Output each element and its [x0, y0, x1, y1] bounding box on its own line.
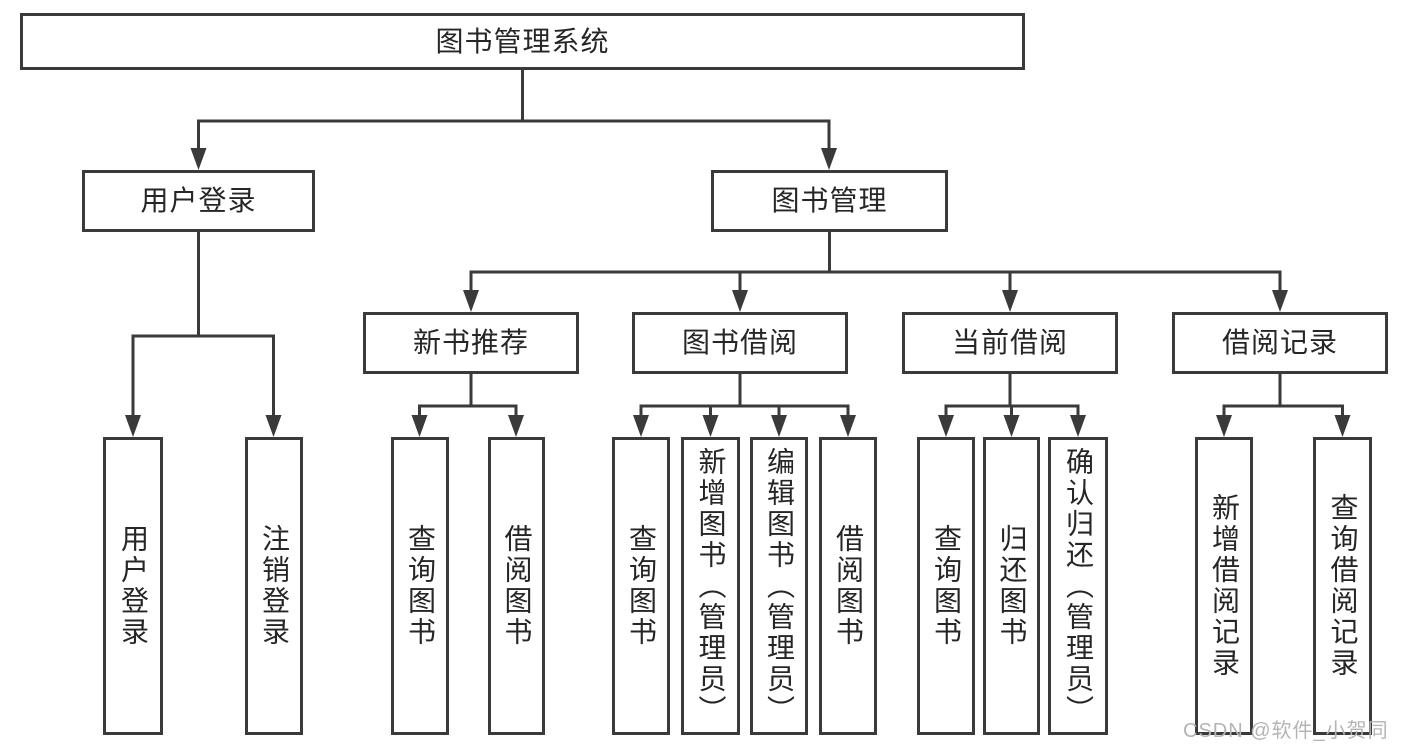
leaf-query-book-1: 查询图书	[391, 437, 449, 735]
arrowheads	[125, 119, 1351, 437]
rail-new-book	[418, 374, 518, 408]
node-new-book-recommend: 新书推荐	[363, 312, 579, 374]
rail-borrow-records	[1222, 374, 1344, 408]
leaf-add-book-admin: 新增图书（管理员）	[681, 437, 740, 735]
node-book-borrow: 图书借阅	[632, 312, 848, 374]
leaf-query-book-2: 查询图书	[612, 437, 670, 735]
leaf-borrow-book-2: 借阅图书	[819, 437, 877, 735]
rail-book-borrow	[639, 374, 850, 408]
leaf-confirm-return-admin: 确认归还（管理员）	[1048, 437, 1108, 735]
node-user-login: 用户登录	[82, 170, 315, 232]
node-borrow-records: 借阅记录	[1172, 312, 1388, 374]
leaf-add-borrow-record: 新增借阅记录	[1195, 437, 1253, 735]
leaf-logout-login: 注销登录	[245, 437, 303, 735]
leaf-query-borrow-record: 查询借阅记录	[1313, 437, 1372, 735]
node-current-borrow: 当前借阅	[902, 312, 1118, 374]
watermark: CSDN @软件_小贺同学	[1183, 720, 1389, 742]
leaf-query-book-3: 查询图书	[917, 437, 975, 735]
rail-user-login	[131, 232, 275, 338]
leaf-user-login: 用户登录	[103, 437, 163, 735]
node-book-management: 图书管理	[711, 170, 948, 232]
leaf-borrow-book-1: 借阅图书	[488, 437, 545, 735]
rail-book-management	[469, 232, 1282, 274]
rail-root	[197, 70, 831, 123]
node-root: 图书管理系统	[20, 13, 1025, 70]
leaf-edit-book-admin: 编辑图书（管理员）	[750, 437, 808, 735]
rail-current-borrow	[944, 374, 1080, 408]
leaf-return-book: 归还图书	[983, 437, 1040, 735]
